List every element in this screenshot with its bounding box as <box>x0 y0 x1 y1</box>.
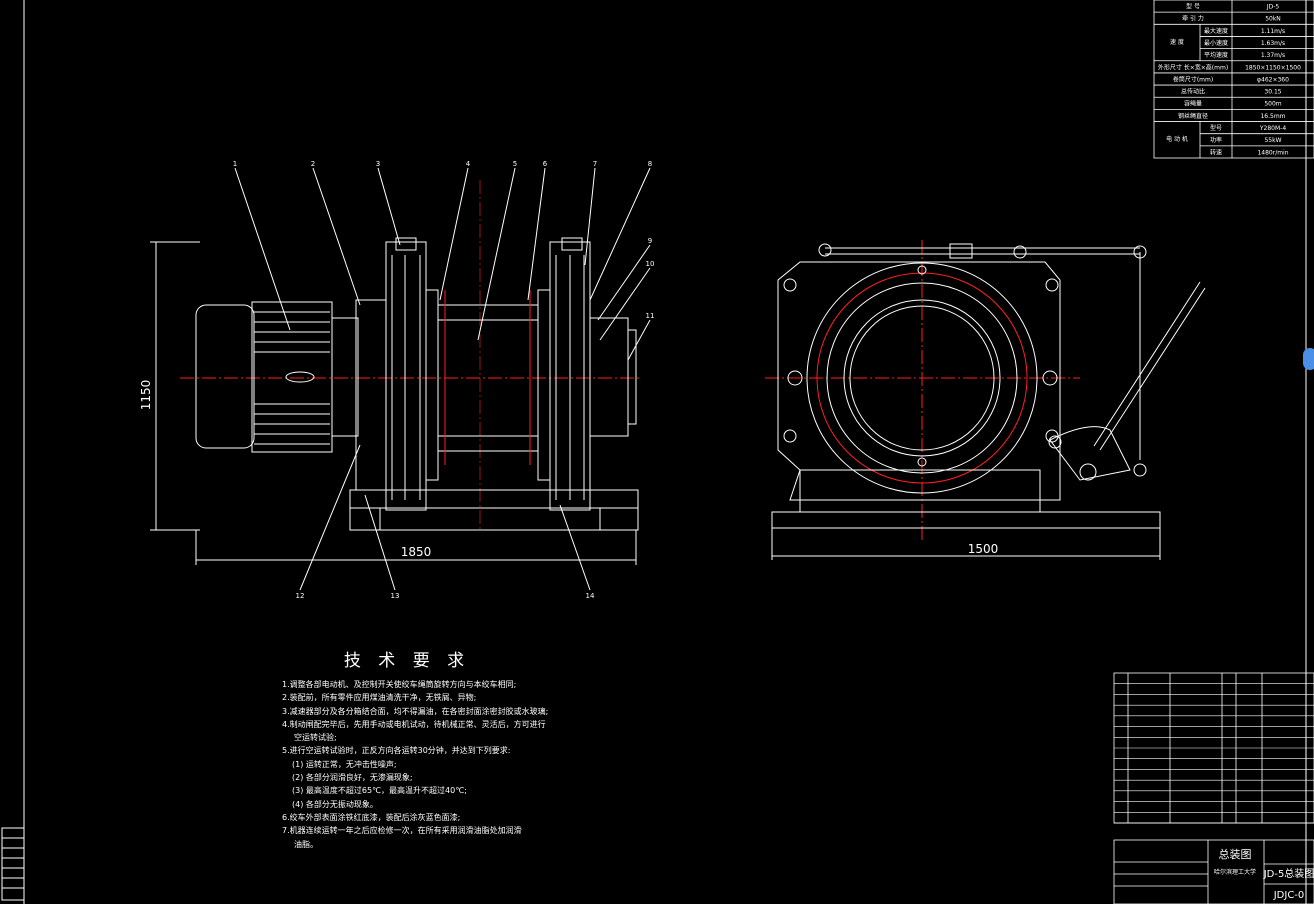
spec-value: 50kN <box>1265 16 1281 23</box>
spec-value: JD-5 <box>1266 4 1280 11</box>
spec-label: 钢丝绳直径 <box>1178 112 1208 120</box>
spec-label: 电 动 机 <box>1166 135 1188 143</box>
title-block <box>1113 822 1314 904</box>
title-drawing-no: JDJC-0 <box>1273 890 1305 901</box>
spec-table-rows: 型 号 JD-5 牵 引 力 50kN 速 度 最大速度 1.11m/s 最小速度 1.63m/… <box>1154 3 1314 156</box>
spec-label: 牵 引 力 <box>1182 15 1204 23</box>
height-dimension: 1150 <box>139 380 153 411</box>
title-model: JD-5总装图 <box>1263 867 1314 880</box>
tech-line: 空运转试验; <box>294 733 337 743</box>
tech-line: 1.调整各部电动机、及控制开关使绞车绳筒旋转方向与本绞车相同; <box>282 680 517 689</box>
spec-sublabel: 平均速度 <box>1204 51 1228 59</box>
spec-value: 1.63m/s <box>1261 40 1285 47</box>
tech-line: (3) 最高温度不超过65℃，最高温升不超过40℃; <box>292 786 467 796</box>
spec-sublabel: 最小速度 <box>1204 39 1228 47</box>
part-number-label: 13 <box>391 592 400 600</box>
side-view <box>150 167 651 591</box>
title-drawing-name: 总装图 <box>1219 847 1252 861</box>
tech-heading: 技 术 要 求 <box>343 651 471 671</box>
front-width-dimension: 1500 <box>968 542 999 556</box>
spec-value: 30.15 <box>1264 89 1281 96</box>
part-number-label: 11 <box>646 312 655 320</box>
spec-value: 1850×1150×1500 <box>1245 64 1301 71</box>
technical-requirements: 技 术 要 求 1.调整各部电动机、及控制开关使绞车绳筒旋转方向与本绞车相同; … <box>282 650 549 851</box>
tech-line: 6.绞车外部表面涂铁红底漆，装配后涂灰蓝色面漆; <box>282 812 461 822</box>
tech-line: 油脂。 <box>294 839 318 849</box>
part-number-label: 8 <box>648 160 652 168</box>
part-number-label: 12 <box>296 592 305 600</box>
tech-line: 3.减速器部分及各分箱结合面，均不得漏油，在各密封面涂密封胶或水玻璃; <box>282 706 549 716</box>
spec-value: φ462×360 <box>1257 76 1289 83</box>
tech-line: (2) 各部分润滑良好，无渗漏现象; <box>292 773 413 783</box>
spec-label: 速 度 <box>1170 38 1184 46</box>
part-number-label: 1 <box>233 160 237 168</box>
spec-value: 500m <box>1264 101 1281 108</box>
part-number-label: 9 <box>648 237 652 245</box>
spec-value: 1480r/min <box>1257 149 1288 156</box>
tech-line: 2.装配前，所有零件应用煤油清洗干净，无铁屑、异物; <box>282 693 477 703</box>
title-school: 哈尔滨理工大学 <box>1214 868 1256 876</box>
spec-label: 总传动比 <box>1181 88 1205 96</box>
part-number-label: 5 <box>513 160 517 168</box>
part-number-label: 3 <box>376 160 380 168</box>
part-number-label: 6 <box>543 160 548 168</box>
part-number-label: 4 <box>466 160 471 168</box>
spec-label: 卷筒尺寸(mm) <box>1173 75 1213 83</box>
scroll-handle[interactable] <box>1303 348 1314 370</box>
spec-sublabel: 型号 <box>1210 124 1222 132</box>
parts-list-rows <box>1114 683 1314 813</box>
spec-table <box>1153 0 1314 159</box>
part-number-label: 10 <box>646 260 655 268</box>
spec-sublabel: 最大速度 <box>1204 27 1228 35</box>
part-number-label: 7 <box>593 160 597 168</box>
spec-label: 外形尺寸 长×宽×高(mm) <box>1158 63 1228 71</box>
part-number-label: 14 <box>586 592 595 600</box>
spec-value: 55kW <box>1264 137 1281 144</box>
part-number-label: 2 <box>311 160 315 168</box>
spec-label: 容绳量 <box>1184 100 1202 108</box>
spec-value: Y280M-4 <box>1259 125 1286 132</box>
side-width-dimension: 1850 <box>401 545 432 559</box>
spec-value: 1.37m/s <box>1261 52 1285 59</box>
spec-value: 1.11m/s <box>1261 28 1285 35</box>
spec-sublabel: 功率 <box>1210 136 1222 144</box>
tech-line: 7.机器连续运转一年之后应检修一次，在所有采用润滑油脂处加润滑 <box>282 826 522 836</box>
front-view <box>765 240 1206 560</box>
spec-value: 16.5mm <box>1260 113 1285 120</box>
tech-line: (1) 运转正常，无冲击性噪声; <box>292 759 397 769</box>
tech-line: 4.制动闸配完毕后，先用手动或电机试动，待机械正常、灵活后，方可进行 <box>282 719 546 729</box>
tech-line: 5.进行空运转试验时，正反方向各运转30分钟，并达到下列要求: <box>282 746 511 756</box>
spec-sublabel: 转速 <box>1210 148 1222 156</box>
spec-label: 型 号 <box>1186 3 1200 11</box>
tech-line: (4) 各部分无振动现象。 <box>292 799 378 809</box>
